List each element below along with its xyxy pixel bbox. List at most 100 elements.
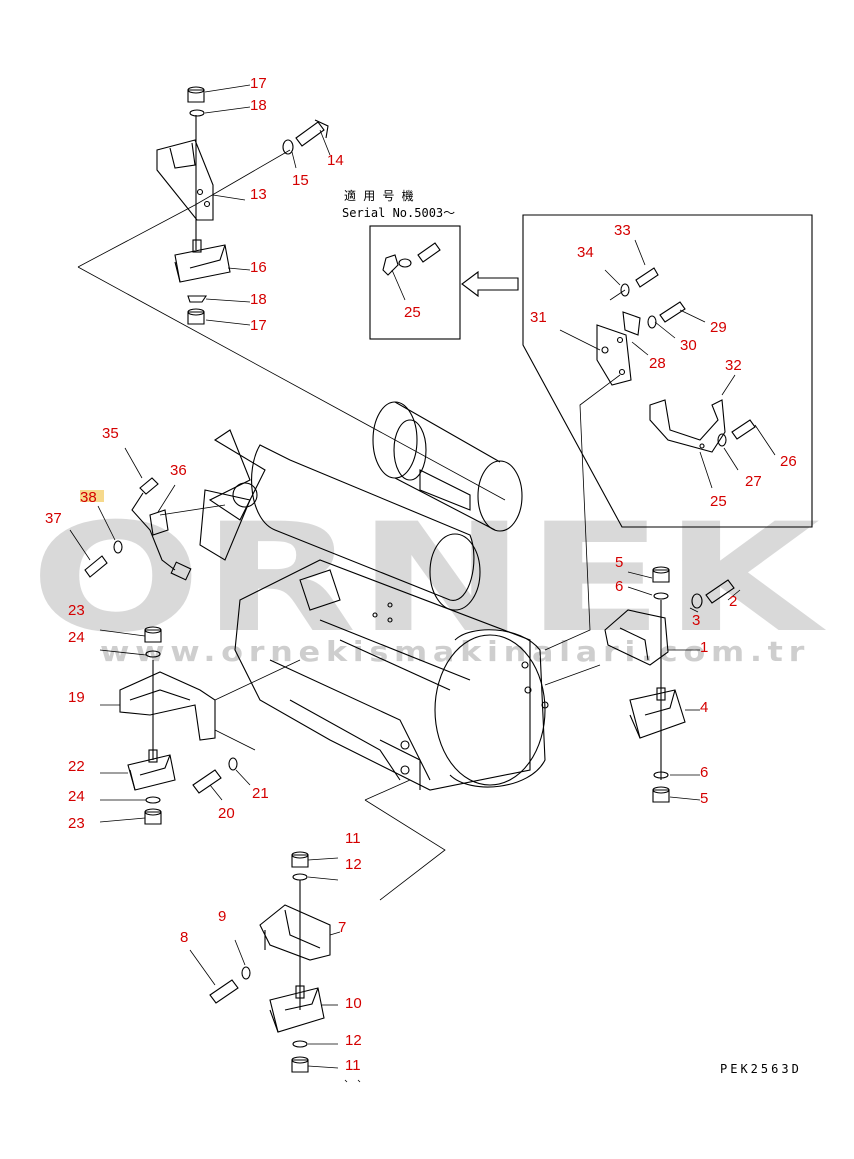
clip-icon: [382, 254, 412, 276]
washer-icon: [282, 139, 294, 155]
callout-16: 16: [250, 259, 267, 276]
callout-35: 35: [102, 425, 119, 442]
serial-note: 適 用 号 機 Serial No.5003～: [342, 188, 461, 340]
nut-icon: [144, 626, 162, 643]
washer-icon: [228, 757, 238, 771]
callout-12: 12: [345, 1032, 362, 1049]
callout-25: 25: [710, 493, 727, 510]
callout-36: 36: [170, 462, 187, 479]
callout-14: 14: [327, 152, 344, 169]
callout-labels: 17 18 15 14 13 16 18 17 25 33 34 31 29 3…: [45, 75, 797, 1074]
washer-icon: [145, 650, 161, 658]
callout-23: 23: [68, 602, 85, 619]
callout-7: 7: [338, 919, 346, 936]
callout-3: 3: [692, 612, 700, 629]
bracket-icon: [156, 115, 214, 250]
drawing-code: PEK2563D: [720, 1062, 802, 1076]
callout-31: 31: [530, 309, 547, 326]
washer-icon: [187, 295, 208, 303]
bolt-icon: [192, 769, 222, 794]
serial-note-line2: Serial No.5003～: [342, 206, 455, 220]
callout-34: 34: [577, 244, 594, 261]
washer-icon: [189, 109, 205, 117]
watermark: ORNEK www.ornekismakinalari.com.tr: [30, 490, 826, 668]
stay-bracket-icon: [649, 399, 726, 453]
callout-24: 24: [68, 788, 85, 805]
washer-icon: [292, 873, 308, 881]
washer-icon: [653, 771, 669, 779]
callout-9: 9: [218, 908, 226, 925]
washer-icon: [241, 966, 251, 980]
watermark-url: www.ornekismakinalari.com.tr: [100, 635, 810, 668]
nut-icon: [291, 851, 309, 868]
bolt-icon: [635, 267, 659, 288]
rubber-mount-icon: [127, 749, 176, 791]
bolt-icon: [731, 419, 756, 440]
nut-icon: [144, 808, 162, 825]
nut-icon: [187, 308, 205, 325]
washer-icon: [717, 433, 727, 447]
bolt-icon: [705, 579, 735, 604]
right-mount-group: [604, 566, 741, 803]
left-mount-group: [99, 626, 251, 825]
washer-icon: [292, 1040, 308, 1048]
callout-24: 24: [68, 629, 85, 646]
bracket-icon: [119, 660, 216, 760]
callout-21: 21: [252, 785, 269, 802]
nut-icon: [187, 86, 205, 103]
connector-lines: [77, 149, 621, 901]
callout-26: 26: [780, 453, 797, 470]
callout-2: 2: [729, 593, 737, 610]
bolt-icon: [659, 301, 686, 323]
washer-icon: [691, 593, 703, 609]
callout-5: 5: [700, 790, 708, 807]
watermark-brand: ORNEK: [30, 492, 826, 666]
callout-28: 28: [649, 355, 666, 372]
serial-note-box: [369, 225, 461, 340]
sensor-group: [69, 447, 192, 581]
callout-8: 8: [180, 929, 188, 946]
rubber-mount-icon: [174, 239, 231, 283]
callout-11: 11: [345, 830, 361, 847]
plate-bracket-icon: [596, 311, 641, 386]
callout-33: 33: [614, 222, 631, 239]
bolt-icon: [295, 119, 329, 147]
washer-icon: [113, 540, 123, 554]
callout-22: 22: [68, 758, 85, 775]
callout-29: 29: [710, 319, 727, 336]
bolt-icon: [84, 555, 108, 578]
rear-left-mount-group: [156, 84, 331, 326]
bottom-mount-group: [189, 851, 361, 1083]
rubber-mount-icon: [629, 687, 686, 739]
clamp-icon: [149, 509, 169, 536]
watermark-accent: [80, 490, 104, 502]
nut-icon: [652, 786, 670, 803]
callout-17: 17: [250, 317, 267, 334]
callout-12: 12: [345, 856, 362, 873]
callout-4: 4: [700, 699, 708, 716]
callout-5: 5: [615, 554, 623, 571]
rubber-mount-icon: [269, 985, 325, 1033]
washer-icon: [620, 283, 630, 297]
bolt-icon: [417, 242, 441, 263]
callout-20: 20: [218, 805, 235, 822]
callout-6: 6: [700, 764, 708, 781]
nut-icon: [291, 1056, 309, 1073]
arrow-left-icon: [461, 270, 519, 298]
callout-32: 32: [725, 357, 742, 374]
washer-icon: [647, 315, 657, 329]
callout-17: 17: [250, 75, 267, 92]
washer-icon: [653, 592, 669, 600]
callout-30: 30: [680, 337, 697, 354]
callout-6: 6: [615, 578, 623, 595]
washer-icon: [145, 796, 161, 804]
engine-assembly: [199, 401, 549, 791]
callout-11: 11: [345, 1057, 361, 1074]
bracket-icon: [604, 600, 669, 780]
callout-1: 1: [700, 639, 708, 656]
sensor-icon: [131, 477, 192, 581]
nut-icon: [652, 566, 670, 583]
callout-18: 18: [250, 97, 267, 114]
callout-10: 10: [345, 995, 362, 1012]
